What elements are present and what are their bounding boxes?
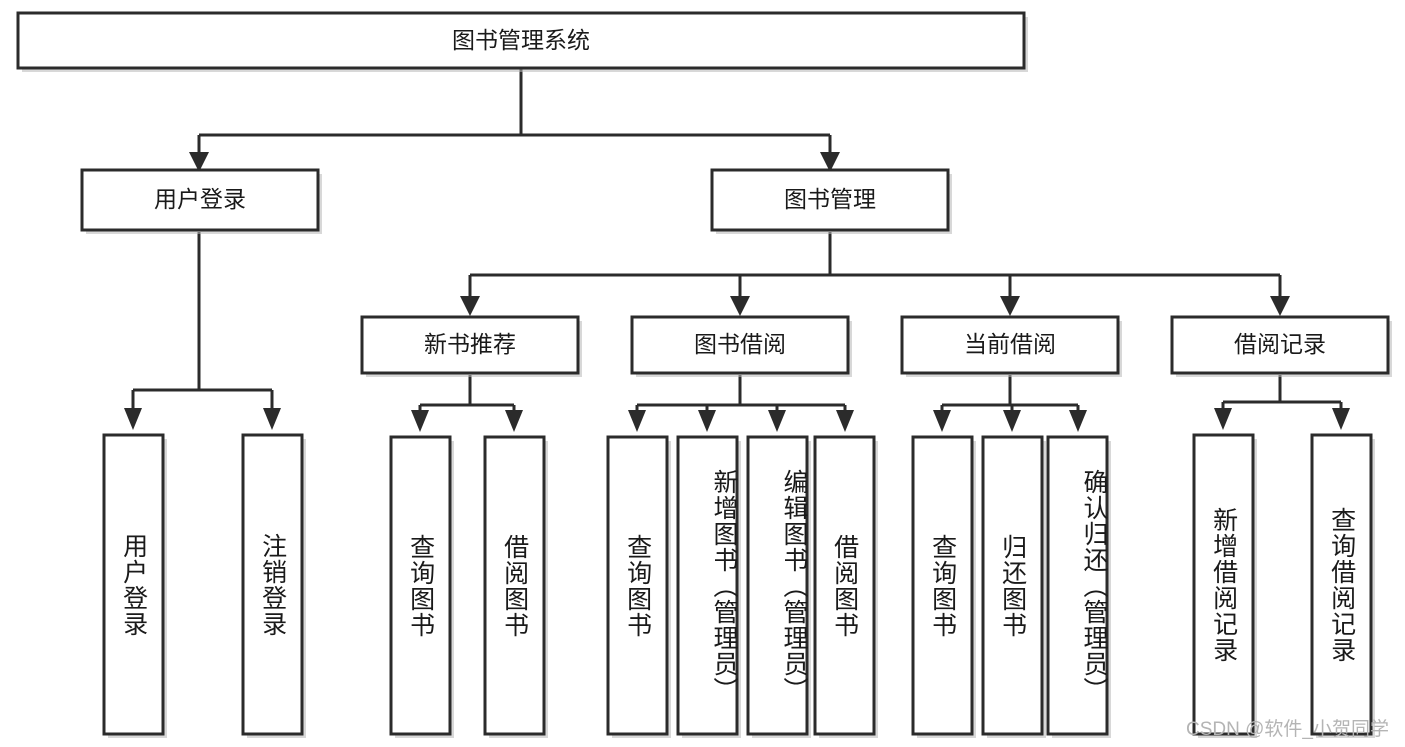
arrowhead-book-borrow [730,296,750,316]
leaf-node-book-borrow-2[interactable] [746,435,811,738]
arrowhead-leaf-bb-3 [836,410,854,432]
leaf-box[interactable] [911,435,974,736]
leaf-node-borrow-record-1[interactable] [1310,433,1375,738]
node-new-book-recommend-label: 新书推荐 [424,331,516,357]
leaf-node-book-borrow-1[interactable] [676,435,741,738]
node-book-management[interactable]: 图书管理 [710,168,952,234]
leaf-box[interactable] [1046,435,1109,736]
node-new-book-recommend-box[interactable] [360,315,580,375]
leaf-box[interactable] [676,435,739,736]
arrowhead-leaf-ul-1 [263,408,281,430]
node-new-book-recommend[interactable]: 新书推荐 [360,315,582,377]
node-root-box[interactable] [16,11,1026,70]
node-user-login[interactable]: 用户登录 [80,168,322,234]
node-user-login-label: 用户登录 [154,186,246,212]
leaf-box[interactable] [813,435,876,736]
connector-group [124,68,1350,432]
arrowhead-leaf-br-1 [1332,408,1350,430]
node-current-borrow[interactable]: 当前借阅 [900,315,1122,377]
leaf-node-current-borrow-2[interactable] [1046,435,1111,738]
leaf-node-new-book-1[interactable] [483,435,548,738]
node-book-borrow[interactable]: 图书借阅 [630,315,852,377]
leaf-box[interactable] [1192,433,1255,736]
node-root[interactable]: 图书管理系统 [16,11,1028,72]
arrowhead-current-borrow [1000,296,1020,316]
leaf-node-new-book-0[interactable] [389,435,454,738]
node-book-management-box[interactable] [710,168,950,232]
arrowhead-leaf-ul-0 [124,408,142,430]
leaf-box[interactable] [389,435,452,736]
arrowhead-leaf-bb-0 [628,410,646,432]
node-book-management-label: 图书管理 [784,186,876,212]
leaf-node-book-borrow-0[interactable] [606,435,671,738]
arrowhead-leaf-cb-2 [1069,410,1087,432]
leaf-box[interactable] [241,433,304,736]
leaf-node-book-borrow-3[interactable] [813,435,878,738]
node-current-borrow-box[interactable] [900,315,1120,375]
leaf-box[interactable] [746,435,809,736]
node-borrow-record-box[interactable] [1170,315,1390,375]
node-borrow-record-label: 借阅记录 [1234,331,1326,357]
leaf-node-user-login-0[interactable] [102,433,167,738]
csdn-watermark: CSDN @软件_小贺同学 [1186,719,1389,740]
arrowhead-leaf-nb-0 [411,410,429,432]
arrowhead-leaf-cb-1 [1003,410,1021,432]
arrowhead-leaf-bb-1 [698,410,716,432]
leaf-box[interactable] [483,435,546,736]
arrowhead-book-mgmt [820,152,840,172]
node-root-label: 图书管理系统 [452,27,590,53]
node-user-login-box[interactable] [80,168,320,232]
leaf-node-user-login-1[interactable] [241,433,306,738]
arrowhead-user-login [189,152,209,172]
leaf-box[interactable] [1310,433,1373,736]
arrowhead-leaf-nb-1 [505,410,523,432]
node-borrow-record[interactable]: 借阅记录 [1170,315,1392,377]
node-current-borrow-label: 当前借阅 [964,331,1056,357]
leaf-node-current-borrow-0[interactable] [911,435,976,738]
arrowhead-borrow-record [1270,296,1290,316]
arrowhead-leaf-cb-0 [933,410,951,432]
leaf-box[interactable] [606,435,669,736]
arrowhead-new-book [460,296,480,316]
leaf-node-borrow-record-0[interactable] [1192,433,1257,738]
node-book-borrow-label: 图书借阅 [694,331,786,357]
node-book-borrow-box[interactable] [630,315,850,375]
leaf-box[interactable] [981,435,1044,736]
leaf-node-current-borrow-1[interactable] [981,435,1046,738]
arrowhead-leaf-bb-2 [768,410,786,432]
arrowhead-leaf-br-0 [1214,408,1232,430]
leaf-box[interactable] [102,433,165,736]
